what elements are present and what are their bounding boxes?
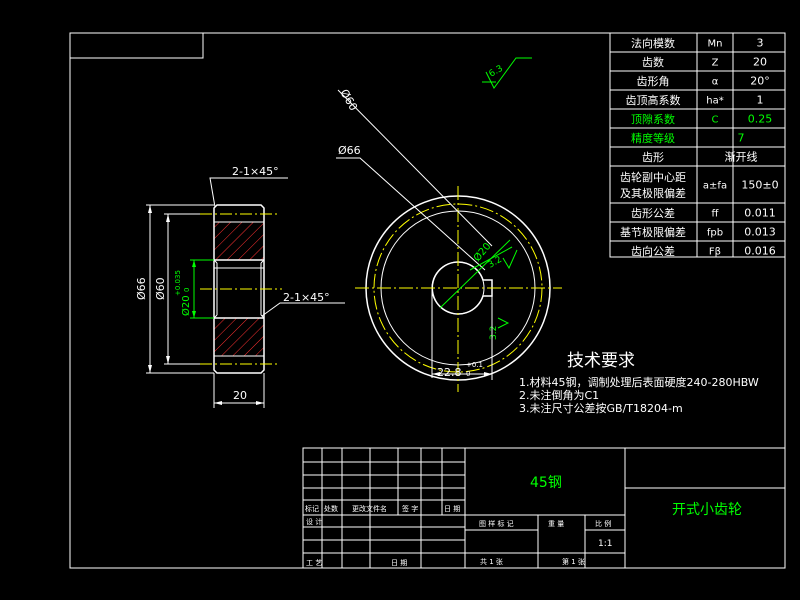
- param-value: 渐开线: [725, 150, 758, 164]
- tech-req-item-1: 1.材料45钢，调制处理后表面硬度240-280HBW: [519, 375, 759, 389]
- param-value: 0.013: [744, 226, 776, 239]
- param-symbol: ff: [712, 209, 720, 220]
- material-label: 45钢: [530, 475, 562, 491]
- param-value: 0.011: [744, 207, 776, 220]
- tech-req-item-2: 2.未注倒角为C1: [519, 388, 599, 402]
- hatch-bottom: [214, 318, 264, 356]
- tech-requirements: 技术要求 1.材料45钢，调制处理后表面硬度240-280HBW 2.未注倒角为…: [519, 351, 759, 415]
- param-label: 齿形: [642, 151, 664, 164]
- dim-bore-dia: Ø20: [180, 295, 192, 316]
- dim-keyway-tol-lower: 0: [466, 370, 470, 378]
- tech-req-title: 技术要求: [567, 351, 635, 371]
- param-label: 齿向公差: [631, 244, 675, 258]
- dim-outer-dia: Ø66: [135, 277, 148, 300]
- roughness-key: 3.2: [489, 326, 499, 340]
- param-value: 0.25: [748, 113, 773, 126]
- param-value: 0.016: [744, 245, 776, 258]
- param-value: 3: [757, 37, 764, 50]
- param-symbol: α: [712, 77, 719, 88]
- param-label: 齿轮副中心距: [620, 170, 686, 184]
- param-label: 齿形公差: [631, 206, 675, 220]
- param-symbol: Mn: [708, 39, 723, 50]
- front-view: Ø60 Ø66 Ø20 3.2 3.2 22.8 +0.1 0 6.3: [336, 57, 562, 392]
- param-symbol: C: [712, 115, 719, 126]
- section-view: Ø66 Ø60 Ø20 +0.035 0 20 2-1×45° 2-1×45°: [135, 165, 345, 408]
- tb-total-sheets: 共 1 张: [480, 557, 503, 566]
- title-block-text: 45钢 开式小齿轮 1:1 标记 处数 更改文件名 签 字 日 期 设 计 工 …: [305, 475, 742, 567]
- tb-process: 工 艺: [306, 559, 322, 567]
- param-label: 齿数: [642, 56, 664, 69]
- param-symbol: Z: [712, 58, 719, 69]
- param-label: 精度等级: [631, 131, 675, 145]
- dim-pitch-dia: Ø60: [154, 277, 167, 300]
- roughness-bore: 3.2: [487, 255, 504, 271]
- dim-chamfer-top: 2-1×45°: [232, 165, 279, 178]
- param-table: 法向模数 Mn 3 齿数 Z 20 齿形角 α 20° 齿顶高系数 ha* 1 顶隙系数 C 0.25 精度等…: [609, 32, 786, 258]
- dim-keyway-tol: +0.1: [466, 361, 483, 369]
- param-label: 顶隙系数: [631, 112, 675, 126]
- dim-keyway-depth: 22.8: [437, 366, 462, 379]
- dim-bore-tol-lower: 0: [183, 288, 191, 292]
- bore-keyway: [431, 261, 493, 315]
- tb-sign: 签 字: [402, 504, 418, 513]
- dim-bore-tol-upper: +0.035: [174, 270, 182, 296]
- dim-width: 20: [233, 389, 247, 402]
- param-symbol: Fβ: [709, 247, 721, 258]
- roughness-main-symbol: [482, 57, 532, 89]
- param-value: 7: [738, 132, 745, 145]
- param-value: 1: [757, 94, 764, 107]
- tb-stage-mark: 图 样 标 记: [479, 519, 514, 528]
- param-symbol: fpb: [707, 228, 723, 239]
- param-symbol: ha*: [706, 96, 723, 107]
- tb-change-doc: 更改文件名: [352, 504, 387, 513]
- tb-date: 日 期: [444, 505, 460, 513]
- tech-req-item-3: 3.未注尺寸公差按GB/T18204-m: [519, 401, 683, 415]
- tb-weight: 重 量: [548, 520, 564, 528]
- param-value: 150±0: [741, 179, 778, 192]
- title-block: [302, 447, 786, 569]
- param-label: 及其极限偏差: [620, 186, 686, 200]
- section-outline: [213, 204, 265, 374]
- code-box: [69, 32, 204, 59]
- tb-date2: 日 期: [391, 559, 407, 567]
- part-name: 开式小齿轮: [672, 502, 742, 518]
- param-label: 齿顶高系数: [626, 93, 681, 107]
- param-label: 基节极限偏差: [620, 225, 686, 239]
- param-label: 齿形角: [637, 75, 670, 88]
- dim-chamfer-mid: 2-1×45°: [283, 291, 330, 304]
- tb-design: 设 计: [306, 517, 322, 526]
- tb-scale: 比 例: [595, 519, 611, 528]
- hatch-top: [214, 222, 264, 260]
- tb-sheet-no: 第 1 张: [562, 557, 585, 566]
- scale-value: 1:1: [598, 539, 612, 549]
- param-label: 法向模数: [631, 36, 675, 50]
- param-symbol: a±fa: [703, 181, 727, 192]
- tb-mark: 标记: [305, 504, 319, 513]
- param-value: 20°: [750, 75, 770, 88]
- circle-outer-label: Ø66: [338, 144, 361, 157]
- param-value: 20: [753, 56, 767, 69]
- tb-count: 处数: [324, 504, 338, 513]
